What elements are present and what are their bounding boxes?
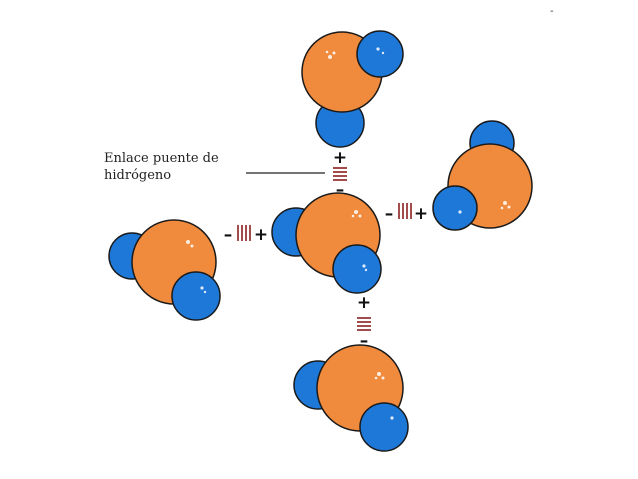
label-line-2: hidrógeno [104,168,172,183]
bond-lines [357,317,371,331]
bond-lines [333,167,347,181]
atom-highlights [186,47,511,420]
bond-lines [398,203,412,219]
hydrogen-bond-bottom: + – [357,293,371,351]
hydrogen-bond-right: – + [385,203,428,224]
water-molecule-left [108,219,221,321]
minus-sign: – [385,204,394,224]
plus-sign: + [254,225,268,245]
corner-mark: - [550,6,554,17]
hydrogen-bond-label: Enlace puente de hidrógeno [104,150,219,184]
water-molecule-top [301,30,404,148]
hydrogen-atom [359,402,409,452]
water-molecule-center [271,192,382,294]
plus-sign: + [414,204,428,224]
water-molecule-right [432,120,533,231]
label-line-1: Enlace puente de [104,151,219,166]
minus-sign: – [224,225,233,245]
plus-sign: + [333,148,347,168]
hydrogen-atom [171,271,221,321]
plus-sign: + [357,293,371,313]
hydrogen-atom [432,185,478,231]
hydrogen-atom [356,30,404,78]
hydrogen-atom [332,244,382,294]
hydrogen-bond-left: – + [224,225,268,245]
water-molecule-bottom [293,344,409,452]
minus-sign: – [360,331,369,351]
minus-sign: – [336,180,345,200]
hydrogen-bond-top: + – [333,148,347,200]
bond-lines [237,225,251,241]
